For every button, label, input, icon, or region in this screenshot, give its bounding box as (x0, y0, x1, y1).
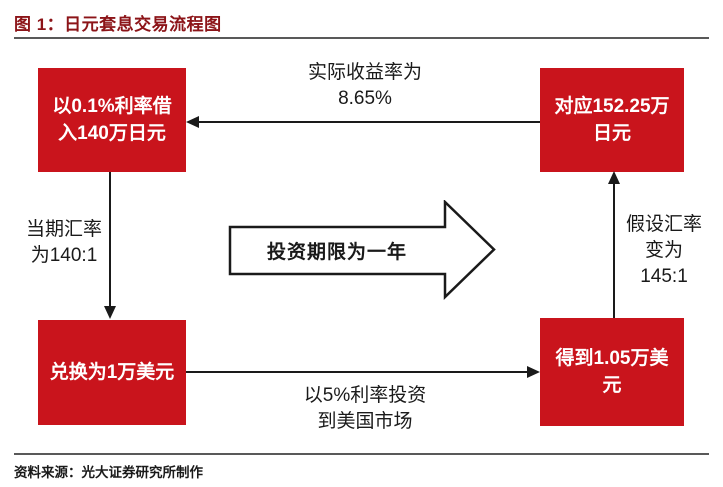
box-borrow-jpy: 以0.1%利率借 入140万日元 (38, 68, 186, 172)
arrow-line (109, 172, 111, 307)
title-divider (14, 37, 709, 39)
label-assumed-rate: 假设汇率 变为 145:1 (625, 214, 702, 287)
arrow-line (613, 184, 615, 318)
label-actual-return: 实际收益率为 8.65% (307, 62, 422, 109)
label-invest-us-market: 以5%利率投资 到美国市场 (303, 385, 427, 432)
label-spot-rate: 当期汇率 为140:1 (25, 219, 102, 266)
investment-period-label: 投资期限为一年 (266, 242, 407, 263)
footer-divider (14, 453, 709, 455)
arrow-up-icon (607, 171, 620, 184)
box-corresponding-jpy: 对应152.25万 日元 (540, 68, 684, 172)
arrow-line (198, 121, 540, 123)
arrow-left-icon (186, 115, 199, 128)
arrow-down-icon (103, 306, 116, 319)
box-exchange-usd: 兑换为1万美元 (38, 320, 186, 425)
arrow-right-icon (527, 365, 540, 378)
figure-title: 图 1：日元套息交易流程图 (14, 15, 222, 34)
box-result-usd: 得到1.05万美 元 (540, 318, 684, 426)
investment-period-block-arrow (228, 200, 496, 300)
arrow-line (186, 371, 528, 373)
block-arrow-shape (228, 200, 496, 300)
source-note: 资料来源：光大证券研究所制作 (14, 465, 203, 480)
